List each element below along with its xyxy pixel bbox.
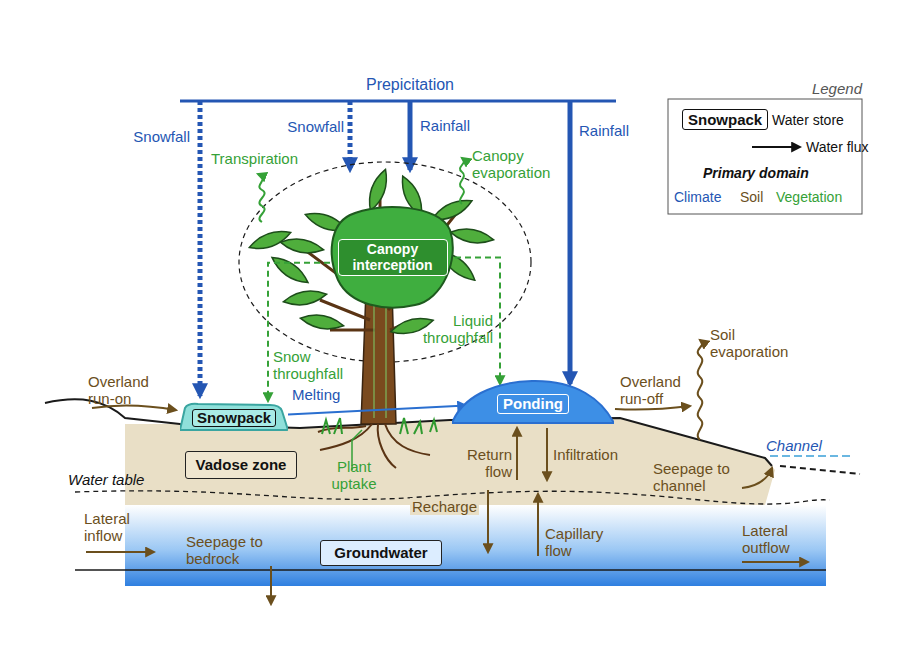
legend-text: Climate [674, 189, 721, 205]
legend-text: Vegetation [776, 189, 842, 205]
legend-item: Soil [740, 189, 763, 205]
flux-label: Channel [766, 437, 836, 454]
legend-text: Water store [772, 112, 844, 128]
vegetation-fluxes [258, 158, 464, 470]
legend-item: Climate [674, 189, 721, 205]
legend-item: Water store [772, 112, 844, 128]
precipitation-arrows [180, 101, 616, 396]
legend-item: Vegetation [776, 189, 842, 205]
soil-fluxes [86, 340, 808, 604]
node-label: Canopy interception [338, 239, 448, 276]
node-label: Ponding [497, 394, 569, 415]
flux-label: Snowpack [682, 109, 768, 130]
flux-label: Recharge [410, 498, 479, 515]
node-ground: Groundwater [320, 540, 442, 566]
legend-swatch: Soil [740, 189, 763, 205]
flux-label: Overland run-off [620, 373, 698, 408]
legend-item: Water flux [806, 139, 869, 155]
edge-label: Snow throughfall [273, 348, 355, 383]
flux-label: Plant uptake [322, 458, 386, 493]
node-label: Vadose zone [196, 457, 287, 474]
edge-label: Melting [292, 386, 352, 403]
flux-label: Capillary flow [545, 525, 617, 560]
flux-label: Infiltration [553, 446, 643, 463]
legend-swatch: Vegetation [776, 189, 842, 205]
node-label: Snowpack [192, 409, 276, 428]
flux-label: Lateral inflow [84, 510, 152, 545]
flux-label: Snowfall [278, 118, 344, 135]
flux-connector [288, 406, 466, 415]
flux-label: Water table [68, 471, 168, 488]
soil-band [45, 399, 860, 586]
legend-frame [668, 99, 862, 214]
flux-label: Seepage to bedrock [186, 533, 268, 568]
legend-swatch: Climate [674, 189, 721, 205]
flux-label: Prepicitation [330, 76, 490, 94]
flux-label: Lateral outflow [742, 522, 814, 557]
node-pond: Ponding [452, 378, 614, 424]
legend-text: Water flux [806, 139, 869, 155]
node-snow: Snowpack [180, 401, 288, 431]
flux-label: Soil evaporation [710, 326, 800, 361]
node-canopy: Canopy interception [330, 205, 455, 310]
flux-label: Canopy evaporation [472, 147, 564, 182]
flux-label: Seepage to channel [653, 460, 741, 495]
flux-label: Transpiration [211, 150, 321, 167]
edge-label: Liquid throughfall [411, 312, 493, 347]
node-vadose: Vadose zone [185, 451, 297, 479]
flux-label: Overland run-on [88, 373, 162, 408]
flux-label: Return flow [456, 446, 512, 481]
flux-label: Legend [790, 80, 862, 97]
flux-label: Primary domain [703, 165, 853, 181]
flux-label: Rainfall [579, 122, 649, 139]
flux-label: Rainfall [420, 117, 490, 134]
node-label: Groundwater [334, 545, 427, 562]
legend-text: Soil [740, 189, 763, 205]
flux-label: Snowfall [124, 128, 190, 145]
